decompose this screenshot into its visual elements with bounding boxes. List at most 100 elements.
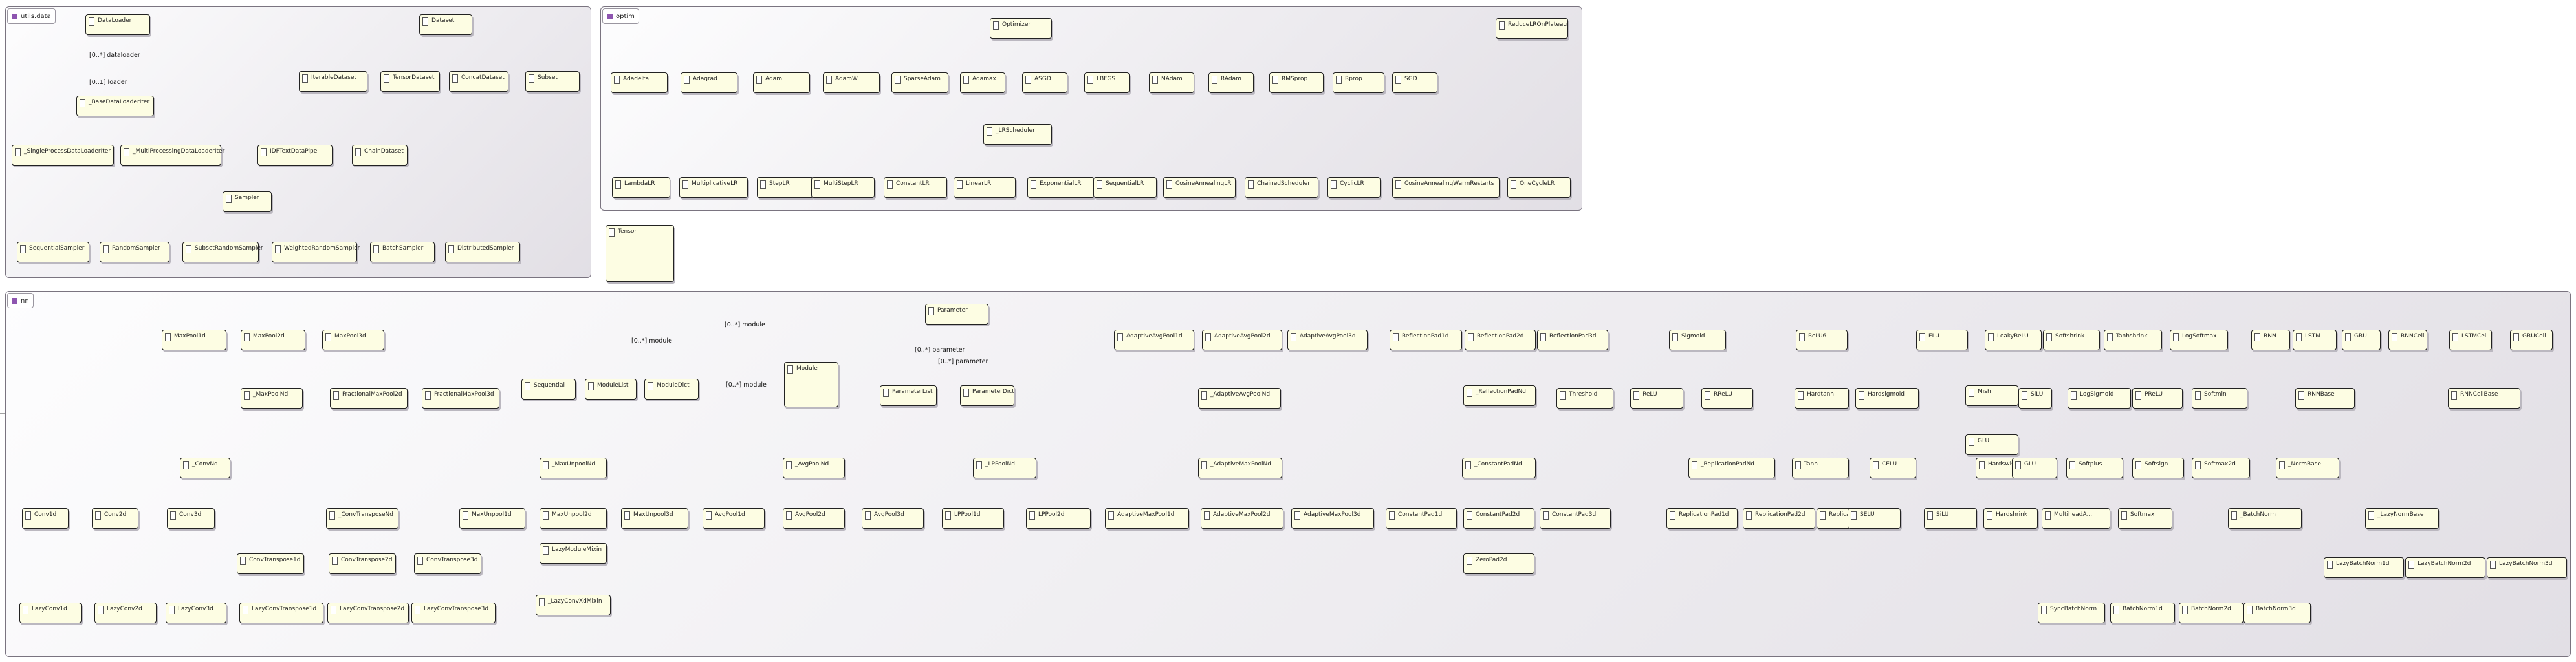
class-node-optimizer[interactable]: Optimizer (990, 18, 1052, 39)
class-node-adamw[interactable]: AdamW (823, 72, 880, 93)
class-node-lppool2d[interactable]: LPPool2d (1026, 508, 1091, 529)
class-node-maxpool2d[interactable]: MaxPool2d (241, 330, 305, 350)
class-node-sequentialsampler[interactable]: SequentialSampler (17, 242, 89, 262)
class-node-chainedscheduler[interactable]: ChainedScheduler (1245, 177, 1318, 198)
class-node-reflectionpadnd[interactable]: _ReflectionPadNd (1463, 385, 1536, 406)
class-node-avgpoolnd[interactable]: _AvgPoolNd (783, 458, 845, 478)
class-node-parameter[interactable]: Parameter (925, 304, 988, 325)
class-node-avgpool2d[interactable]: AvgPool2d (783, 508, 845, 529)
class-node-rnn[interactable]: RNN (2251, 330, 2290, 350)
class-node-adaptiveavgpool2d[interactable]: AdaptiveAvgPool2d (1202, 330, 1282, 350)
class-node-glu[interactable]: GLU (2012, 458, 2057, 478)
class-node-elu[interactable]: ELU (1916, 330, 1968, 350)
class-node-glu[interactable]: GLU (1965, 434, 2018, 455)
class-node-celu[interactable]: CELU (1870, 458, 1916, 478)
class-node-lazyconvtranspose1d[interactable]: LazyConvTranspose1d (239, 603, 323, 623)
class-node-parameterlist[interactable]: ParameterList (880, 385, 937, 406)
class-node-dataloader[interactable]: DataLoader (85, 14, 150, 35)
class-node-maxunpool2d[interactable]: MaxUnpool2d (540, 508, 607, 529)
class-node-module[interactable]: Module (784, 362, 838, 407)
class-node-idfdatapipe[interactable]: IDFTextDataPipe (257, 145, 333, 166)
class-node-maxunpoolnd[interactable]: _MaxUnpoolNd (540, 458, 607, 478)
class-node-maxpool3d[interactable]: MaxPool3d (322, 330, 384, 350)
class-node-multisteplr[interactable]: MultiStepLR (811, 177, 875, 198)
class-node-sequentiallr[interactable]: SequentialLR (1093, 177, 1157, 198)
class-node-threshold[interactable]: Threshold (1556, 388, 1613, 409)
class-node-zeropad2d[interactable]: ZeroPad2d (1463, 553, 1534, 574)
class-node-logsigmoid[interactable]: LogSigmoid (2068, 388, 2131, 409)
class-node-replicationpad2d[interactable]: ReplicationPad2d (1743, 508, 1815, 529)
class-node-lppool1d[interactable]: LPPool1d (942, 508, 1004, 529)
class-node-adaptivemaxpool2d[interactable]: AdaptiveMaxPool2d (1201, 508, 1283, 529)
class-node-softplus[interactable]: Softplus (2066, 458, 2123, 478)
class-node-parameterdict[interactable]: ParameterDict (960, 385, 1014, 406)
class-node-sparseadam[interactable]: SparseAdam (891, 72, 948, 93)
class-node-lrscheduler[interactable]: _LRScheduler (983, 124, 1052, 145)
class-node-convtranspose3d[interactable]: ConvTranspose3d (414, 553, 481, 574)
class-node-lstmcell[interactable]: LSTMCell (2449, 330, 2492, 350)
class-node-maxpool1d[interactable]: MaxPool1d (162, 330, 226, 350)
class-node-rnncell[interactable]: RNNCell (2388, 330, 2427, 350)
class-node-hardshrink[interactable]: Hardshrink (1983, 508, 2038, 529)
class-node-grucell[interactable]: GRUCell (2510, 330, 2553, 350)
class-node-convtranspose1d[interactable]: ConvTranspose1d (237, 553, 304, 574)
class-node-adadelta[interactable]: Adadelta (611, 72, 668, 93)
class-node-softsign[interactable]: Softsign (2132, 458, 2184, 478)
class-node-conv1d[interactable]: Conv1d (22, 508, 69, 529)
class-node-batchsampler[interactable]: BatchSampler (370, 242, 435, 262)
class-node-selu[interactable]: SELU (1848, 508, 1901, 529)
class-node-convtransposend[interactable]: _ConvTransposeNd (326, 508, 398, 529)
class-node-dataset[interactable]: Dataset (419, 14, 472, 35)
class-node-relu6[interactable]: ReLU6 (1796, 330, 1848, 350)
class-node-sigmoid[interactable]: Sigmoid (1669, 330, 1726, 350)
class-node-hardsigmoid[interactable]: Hardsigmoid (1855, 388, 1919, 409)
class-node-lbfgs[interactable]: LBFGS (1084, 72, 1130, 93)
class-node-logsoftmax[interactable]: LogSoftmax (2170, 330, 2228, 350)
class-node-lazyconvtranspose2d[interactable]: LazyConvTranspose2d (327, 603, 409, 623)
class-node-multiprocessingdataloaderiter[interactable]: _MultiProcessingDataLoaderIter (120, 145, 224, 166)
class-node-nadam[interactable]: NAdam (1149, 72, 1194, 93)
class-node-softmax[interactable]: Softmax (2118, 508, 2172, 529)
class-node-batchnorm[interactable]: _BatchNorm (2228, 508, 2302, 529)
class-node-normbase[interactable]: _NormBase (2276, 458, 2339, 478)
class-node-lazyconvtranspose3d[interactable]: LazyConvTranspose3d (411, 603, 496, 623)
class-node-adaptiveavgpoolnd[interactable]: _AdaptiveAvgPoolNd (1198, 388, 1281, 409)
class-node-adaptivemaxpool1d[interactable]: AdaptiveMaxPool1d (1105, 508, 1189, 529)
class-node-prelu[interactable]: PReLU (2132, 388, 2183, 409)
class-node-sequential[interactable]: Sequential (521, 379, 576, 400)
class-node-lazyconv2d[interactable]: LazyConv2d (94, 603, 157, 623)
class-node-tensordataset[interactable]: TensorDataset (380, 71, 440, 92)
class-node-chaindataset[interactable]: ChainDataset (352, 145, 408, 166)
class-node-subsetrandomsampler[interactable]: SubsetRandomSampler (182, 242, 263, 262)
class-node-moduledict[interactable]: ModuleDict (644, 379, 699, 400)
class-node-batchnorm1d[interactable]: BatchNorm1d (2110, 603, 2175, 623)
class-node-rprop[interactable]: Rprop (1333, 72, 1384, 93)
class-node-weightedrandomsampler[interactable]: WeightedRandomSampler (272, 242, 360, 262)
class-node-adam[interactable]: Adam (753, 72, 810, 93)
class-node-tanhshrink[interactable]: Tanhshrink (2104, 330, 2162, 350)
class-node-steplr[interactable]: StepLR (757, 177, 814, 198)
class-node-batchnorm2d[interactable]: BatchNorm2d (2179, 603, 2243, 623)
class-node-linearlr[interactable]: LinearLR (954, 177, 1016, 198)
class-node-cosineannealinglr[interactable]: CosineAnnealingLR (1163, 177, 1236, 198)
class-node-adagrad[interactable]: Adagrad (681, 72, 737, 93)
class-node-conv2d[interactable]: Conv2d (92, 508, 138, 529)
class-node-lazybatchnorm2d[interactable]: LazyBatchNorm2d (2405, 557, 2485, 578)
class-node-reflectionpad2d[interactable]: ReflectionPad2d (1465, 330, 1536, 350)
class-node-sgd[interactable]: SGD (1392, 72, 1437, 93)
class-node-iterabledataset[interactable]: IterableDataset (299, 71, 367, 92)
class-node-adaptivemaxpool3d[interactable]: AdaptiveMaxPool3d (1291, 508, 1374, 529)
class-node-exponentiallr[interactable]: ExponentialLR (1027, 177, 1095, 198)
class-node-lazynormbase[interactable]: _LazyNormBase (2365, 508, 2439, 529)
class-node-rnnbase[interactable]: RNNBase (2295, 388, 2355, 409)
class-node-lazyconv3d[interactable]: LazyConv3d (166, 603, 226, 623)
class-node-softmax2d[interactable]: Softmax2d (2192, 458, 2250, 478)
class-node-reflectionpad1d[interactable]: ReflectionPad1d (1390, 330, 1462, 350)
class-node-lppoolnd[interactable]: _LPPoolNd (973, 458, 1036, 478)
class-node-adamax[interactable]: Adamax (960, 72, 1005, 93)
class-node-fractionalmaxpool3d[interactable]: FractionalMaxPool3d (422, 388, 499, 409)
class-node-maxunpool3d[interactable]: MaxUnpool3d (621, 508, 688, 529)
class-node-softshrink[interactable]: Softshrink (2043, 330, 2100, 350)
class-node-silu[interactable]: SiLU (1924, 508, 1977, 529)
class-node-lazybatchnorm1d[interactable]: LazyBatchNorm1d (2324, 557, 2404, 578)
